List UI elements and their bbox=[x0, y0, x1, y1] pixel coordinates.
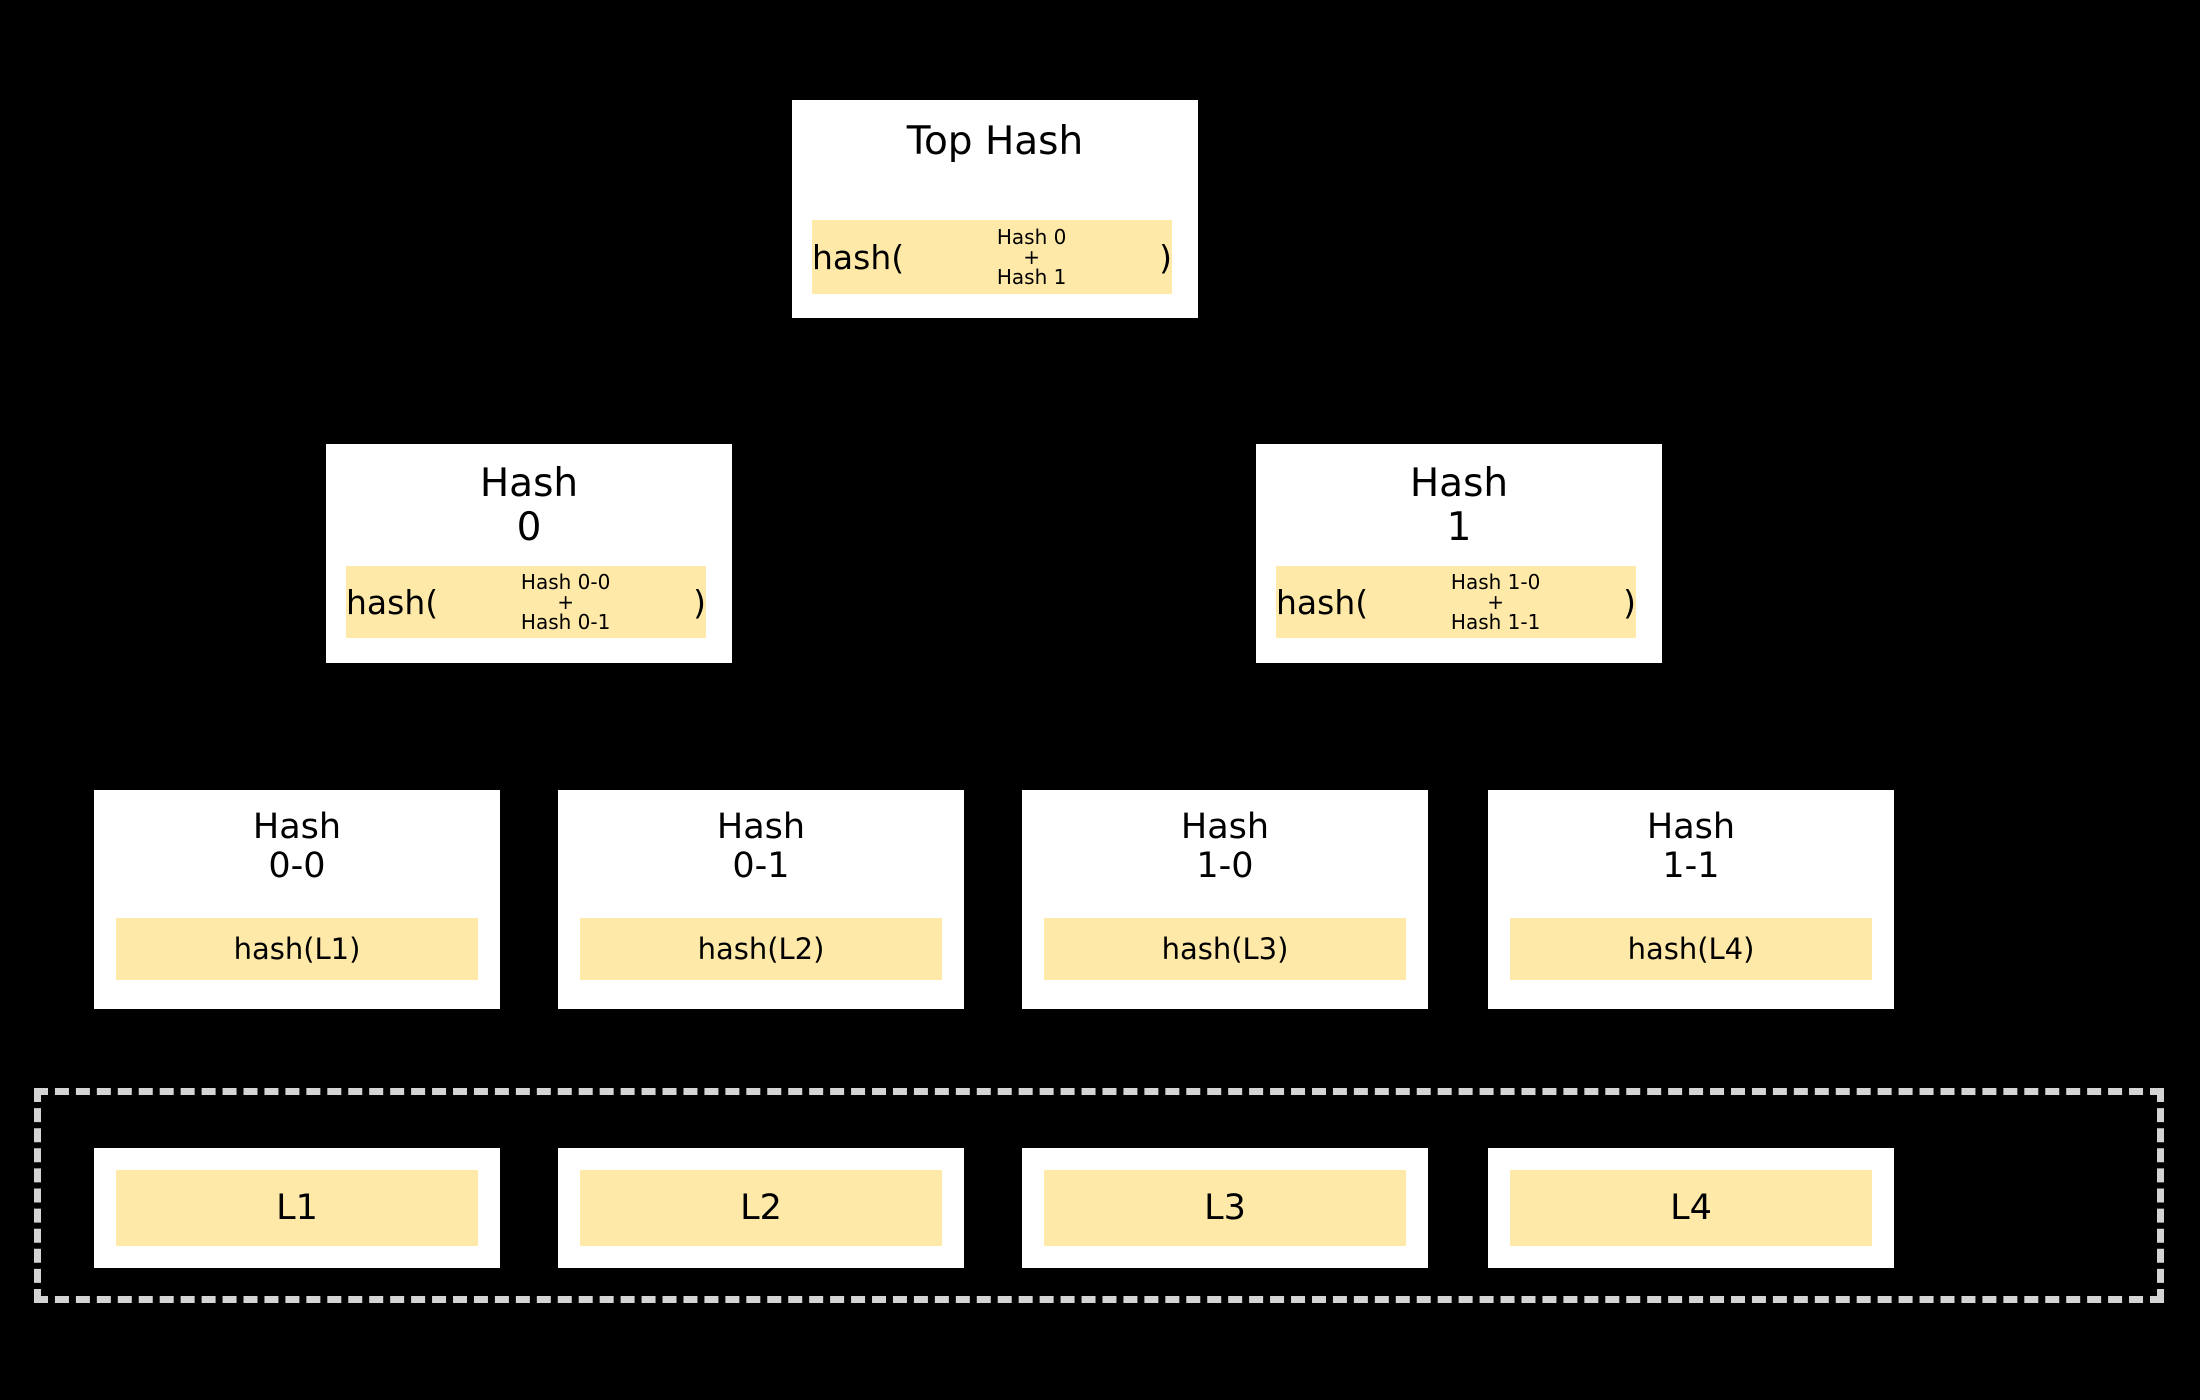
data-block-l3[interactable]: L3 bbox=[1022, 1148, 1428, 1268]
data-blocks-group-frame bbox=[34, 1088, 2164, 1303]
hash-open-paren: hash( bbox=[1276, 582, 1369, 622]
hash-open-paren: hash( bbox=[812, 237, 905, 277]
hash-arg-plus: + bbox=[1023, 245, 1040, 269]
data-block-l1[interactable]: L1 bbox=[94, 1148, 500, 1268]
hash-1-0-title: Hash 1-0 bbox=[1180, 807, 1270, 887]
connector-leafhash01-to-block-l2 bbox=[759, 1009, 763, 1149]
connector-hash0-stem bbox=[527, 663, 531, 726]
connector-leafhash10-to-block-l3 bbox=[1223, 1009, 1227, 1149]
hash-open-paren: hash( bbox=[346, 582, 439, 622]
hash-arguments: Hash 1-0 + Hash 1-1 bbox=[1368, 569, 1623, 634]
hash-0-0-title: Hash 0-0 bbox=[252, 807, 342, 887]
connector-root-horizontal bbox=[529, 380, 1461, 384]
hash-0-1-title: Hash 0-1 bbox=[716, 807, 806, 887]
hash-1-node[interactable]: Hash 1 hash( Hash 1-0 + Hash 1-1 ) bbox=[1256, 444, 1662, 663]
data-block-l1-label: L1 bbox=[116, 1170, 478, 1246]
top-hash-title: Top Hash bbox=[906, 119, 1084, 164]
hash-0-title: Hash 0 bbox=[479, 461, 579, 550]
top-hash-node[interactable]: Top Hash hash( Hash 0 + Hash 1 ) bbox=[792, 100, 1198, 318]
connector-leafhash00-to-block-l1 bbox=[295, 1009, 299, 1149]
hash-0-0-expression-chip: hash(L1) bbox=[116, 918, 478, 980]
hash-arguments: Hash 0 + Hash 1 bbox=[904, 224, 1159, 289]
top-hash-expression-chip: hash( Hash 0 + Hash 1 ) bbox=[812, 220, 1172, 294]
hash-1-title: Hash 1 bbox=[1409, 461, 1509, 550]
hash-arg-bottom: Hash 1 bbox=[996, 265, 1067, 289]
hash-1-0-node[interactable]: Hash 1-0 hash(L3) bbox=[1022, 790, 1428, 1009]
hash-arg-plus: + bbox=[1487, 590, 1504, 614]
hash-1-1-expression-chip: hash(L4) bbox=[1510, 918, 1872, 980]
connector-hash1-horizontal bbox=[1223, 726, 1693, 730]
hash-1-expression-chip: hash( Hash 1-0 + Hash 1-1 ) bbox=[1276, 566, 1636, 638]
connector-hash0-horizontal bbox=[295, 726, 763, 730]
hash-close-paren: ) bbox=[1159, 237, 1172, 277]
hash-0-0-node[interactable]: Hash 0-0 hash(L1) bbox=[94, 790, 500, 1009]
connector-hash1-stem bbox=[1457, 663, 1461, 726]
hash-arg-bottom: Hash 1-1 bbox=[1450, 610, 1541, 634]
hash-arg-top: Hash 0-0 bbox=[520, 569, 611, 594]
connector-leafhash11-to-block-l4 bbox=[1689, 1009, 1693, 1149]
data-block-l2-label: L2 bbox=[580, 1170, 942, 1246]
hash-0-1-expression-chip: hash(L2) bbox=[580, 918, 942, 980]
hash-arg-top: Hash 1-0 bbox=[1450, 569, 1541, 594]
hash-close-paren: ) bbox=[693, 582, 706, 622]
hash-0-node[interactable]: Hash 0 hash( Hash 0-0 + Hash 0-1 ) bbox=[326, 444, 732, 663]
hash-close-paren: ) bbox=[1623, 582, 1636, 622]
data-block-l4-label: L4 bbox=[1510, 1170, 1872, 1246]
hash-arg-bottom: Hash 0-1 bbox=[520, 610, 611, 634]
hash-arguments: Hash 0-0 + Hash 0-1 bbox=[438, 569, 693, 634]
hash-0-expression-chip: hash( Hash 0-0 + Hash 0-1 ) bbox=[346, 566, 706, 638]
hash-1-1-title: Hash 1-1 bbox=[1646, 807, 1736, 887]
hash-0-1-node[interactable]: Hash 0-1 hash(L2) bbox=[558, 790, 964, 1009]
data-block-l3-label: L3 bbox=[1044, 1170, 1406, 1246]
hash-arg-top: Hash 0 bbox=[996, 224, 1067, 249]
hash-1-0-expression-chip: hash(L3) bbox=[1044, 918, 1406, 980]
connector-root-stem bbox=[993, 318, 997, 380]
hash-arg-plus: + bbox=[557, 590, 574, 614]
data-block-l4[interactable]: L4 bbox=[1488, 1148, 1894, 1268]
hash-1-1-node[interactable]: Hash 1-1 hash(L4) bbox=[1488, 790, 1894, 1009]
data-block-l2[interactable]: L2 bbox=[558, 1148, 964, 1268]
